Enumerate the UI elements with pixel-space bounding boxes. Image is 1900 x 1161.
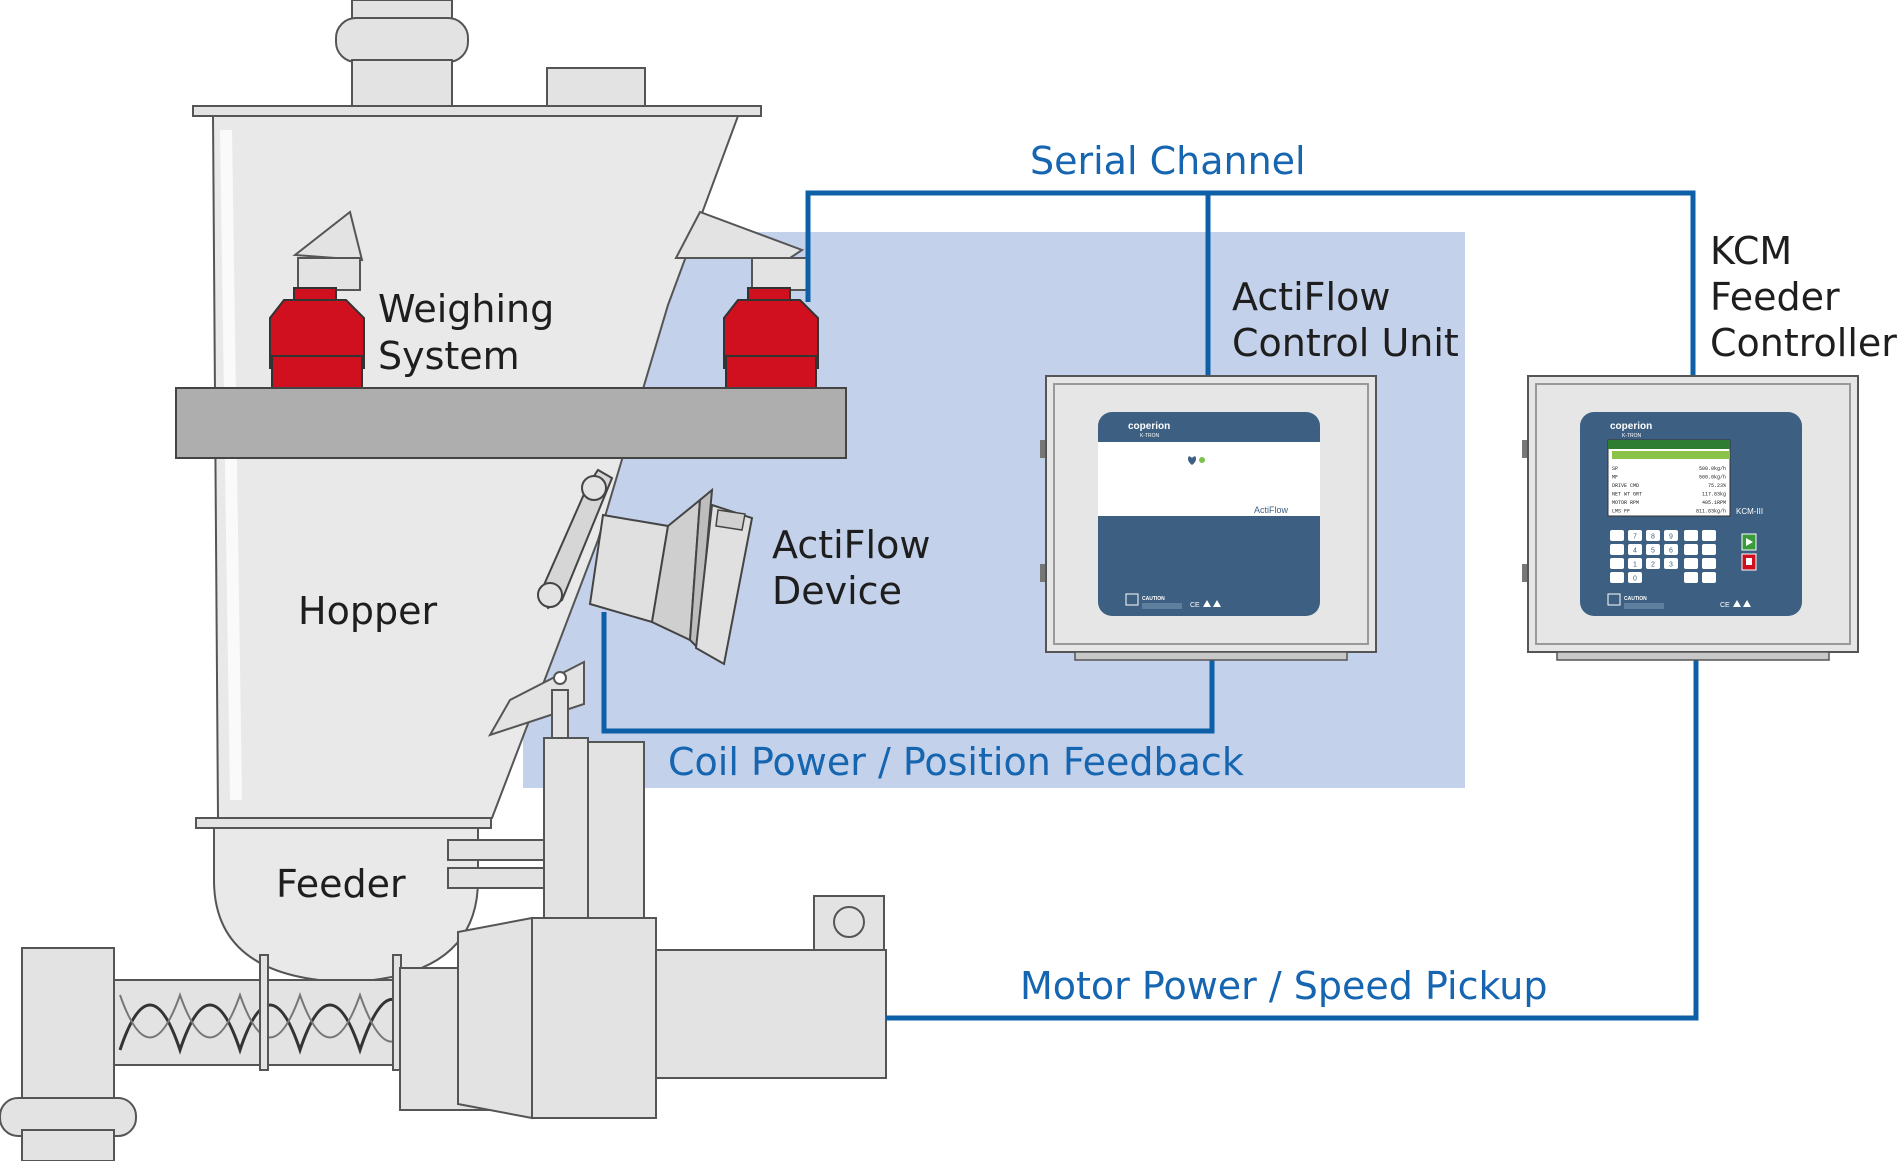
load-cell-left — [269, 287, 365, 389]
kcm-function-key[interactable] — [1702, 572, 1716, 583]
kcm-key[interactable] — [1628, 544, 1642, 555]
kcm-key-label: 3 — [1669, 562, 1673, 569]
kcm-model-label: KCM-III — [1736, 507, 1763, 516]
kcm-key[interactable] — [1628, 572, 1642, 583]
load-cell-right — [723, 287, 819, 389]
actiflow-display — [1098, 442, 1320, 516]
kcm-row-value: 117.83kg — [1702, 492, 1726, 498]
actiflow-device-label-line1: ActiFlow — [772, 523, 930, 567]
motor-power-wire — [886, 658, 1699, 1021]
actiflow-control-unit: coperion K-TRON ActiFlow CAUTION CE — [1040, 375, 1377, 661]
kcm-keypad: 7 8 9 4 5 6 1 2 3 0 — [1610, 530, 1716, 583]
stop-icon — [1746, 558, 1752, 565]
kcm-key-label: 2 — [1651, 562, 1655, 569]
kcm-row-value: 811.83kg/h — [1696, 509, 1726, 515]
motor-power-label: Motor Power / Speed Pickup — [1020, 964, 1548, 1008]
kcm-warning-icon — [1733, 600, 1751, 607]
kcm-key-label: 8 — [1651, 534, 1655, 541]
kcm-function-key[interactable] — [1610, 530, 1624, 541]
kcm-label-line1: KCM — [1710, 229, 1792, 273]
actiflow-device-label-line2: Device — [772, 569, 902, 613]
actiflow-brand: coperion — [1128, 421, 1170, 432]
kcm-label-line2: Feeder — [1710, 275, 1840, 319]
kcm-row-name: SP — [1612, 466, 1618, 472]
kcm-function-key[interactable] — [1610, 558, 1624, 569]
kcm-function-key[interactable] — [1610, 544, 1624, 555]
kcm-row-name: LMS FF — [1612, 509, 1630, 515]
kcm-key-label: 9 — [1669, 534, 1673, 541]
control-unit-label-line1: ActiFlow — [1232, 275, 1390, 319]
kcm-key[interactable] — [1664, 558, 1678, 569]
kcm-key-label: 7 — [1633, 534, 1637, 541]
kcm-label-line3: Controller — [1710, 321, 1897, 365]
ce-mark: CE — [1190, 602, 1200, 609]
kcm-function-key[interactable] — [1702, 530, 1716, 541]
kcm-key[interactable] — [1646, 544, 1660, 555]
hopper — [192, 0, 762, 819]
kcm-row-value: 500.0kg/h — [1699, 475, 1726, 481]
actiflow-product-label: ActiFlow — [1254, 505, 1289, 515]
serial-channel-label: Serial Channel — [1030, 139, 1306, 183]
kcm-key[interactable] — [1664, 544, 1678, 555]
kcm-key-label: 5 — [1651, 548, 1655, 555]
feeder — [0, 737, 887, 1161]
kcm-brand-sub: K-TRON — [1622, 433, 1642, 439]
feeder-support-bracket — [487, 660, 585, 739]
coil-power-label: Coil Power / Position Feedback — [668, 740, 1244, 784]
actiflow-device — [537, 468, 754, 666]
kcm-key-label: 6 — [1669, 548, 1673, 555]
kcm-function-key[interactable] — [1702, 558, 1716, 569]
kcm-key[interactable] — [1628, 558, 1642, 569]
weighing-brackets — [292, 210, 808, 291]
kcm-row-value: 405.1RPM — [1702, 500, 1726, 506]
kcm-function-key[interactable] — [1684, 572, 1698, 583]
kcm-function-key[interactable] — [1684, 544, 1698, 555]
feeder-label: Feeder — [276, 862, 406, 906]
kcm-caution: CAUTION — [1624, 596, 1647, 602]
coil-power-wire — [601, 612, 1215, 734]
status-led — [1199, 457, 1205, 463]
kcm-row-name: MF — [1612, 475, 1618, 481]
serial-channel-wire — [805, 190, 1696, 376]
hopper-label: Hopper — [298, 589, 437, 633]
kcm-key-label: 4 — [1633, 548, 1637, 555]
kcm-function-key[interactable] — [1702, 544, 1716, 555]
kcm-key[interactable] — [1664, 530, 1678, 541]
heart-icon — [1188, 456, 1196, 465]
kcm-key[interactable] — [1628, 530, 1642, 541]
kcm-row-name: MOTOR RPM — [1612, 500, 1639, 506]
weighing-system-label-line1: Weighing — [378, 287, 554, 331]
kcm-key[interactable] — [1646, 558, 1660, 569]
mounting-plate — [175, 387, 847, 459]
start-icon — [1746, 538, 1753, 546]
kcm-key[interactable] — [1646, 530, 1660, 541]
kcm-function-key[interactable] — [1684, 558, 1698, 569]
kcm-key-label: 1 — [1633, 562, 1637, 569]
kcm-ce-mark: CE — [1720, 602, 1730, 609]
weighing-system-label-line2: System — [378, 334, 520, 378]
control-unit-label-line2: Control Unit — [1232, 321, 1459, 365]
actiflow-brand-sub: K-TRON — [1140, 433, 1160, 439]
kcm-row-name: NET WT GRT — [1612, 492, 1642, 498]
warning-icon — [1203, 600, 1221, 607]
kcm-brand: coperion — [1610, 421, 1652, 432]
kcm-row-value: 500.0kg/h — [1699, 466, 1726, 472]
kcm-function-key[interactable] — [1684, 530, 1698, 541]
kcm-function-key[interactable] — [1610, 572, 1624, 583]
actiflow-caution: CAUTION — [1142, 596, 1165, 602]
kcm-row-name: DRIVE CMD — [1612, 483, 1639, 489]
kcm-row-value: 75.23% — [1708, 483, 1726, 489]
kcm-key-label: 0 — [1633, 576, 1637, 583]
